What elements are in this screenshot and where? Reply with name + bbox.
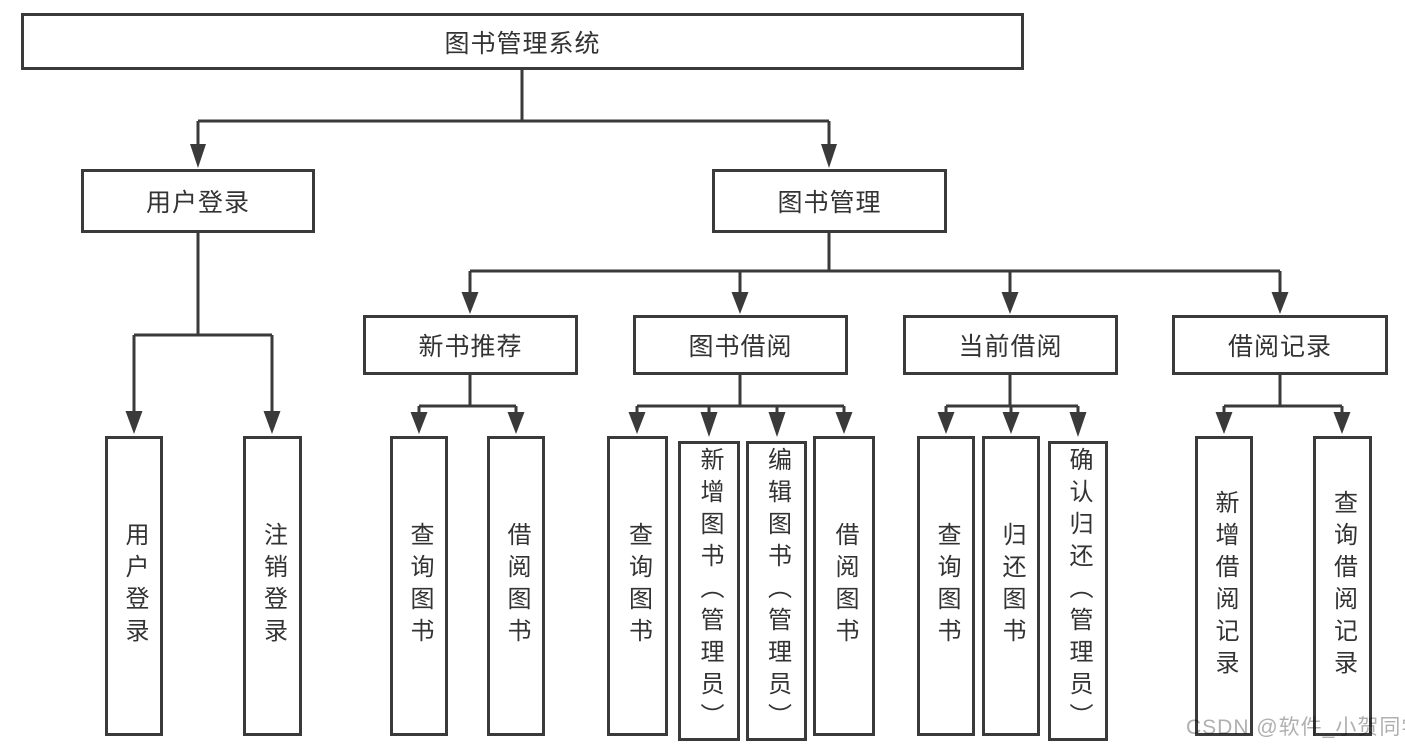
- leaf-current-return-books: 归还图书: [982, 436, 1040, 736]
- leaf-current-query-books: 查询图书: [917, 436, 975, 736]
- arrow-head: [628, 412, 646, 434]
- node-label: 用户登录: [121, 522, 148, 650]
- connector-line: [1222, 375, 1344, 414]
- connector-line: [468, 233, 1282, 293]
- node-book-mgmt-group: 图书管理: [712, 169, 947, 233]
- node-label: 查询图书: [406, 522, 433, 650]
- leaf-borrow-edit-books-admin: 编辑图书（管理员）: [746, 441, 807, 741]
- leaf-borrow-add-books-admin: 新增图书（管理员）: [678, 441, 740, 741]
- node-user-login-group: 用户登录: [81, 169, 315, 233]
- arrow-head: [835, 412, 853, 434]
- arrow-head: [125, 411, 143, 434]
- node-label: 图书借阅: [688, 333, 793, 361]
- node-label: 查询图书: [933, 522, 960, 650]
- node-label: 查询图书: [624, 522, 652, 650]
- node-label: 注销登录: [259, 522, 287, 650]
- node-root: 图书管理系统: [21, 13, 1024, 70]
- arrow-head: [410, 412, 428, 434]
- node-label: 查询借阅记录: [1329, 490, 1357, 682]
- node-label: 新增图书（管理员）: [696, 447, 723, 735]
- node-label: 图书管理系统: [444, 29, 601, 58]
- connector-new-book-rec-to-leaves: [410, 375, 525, 434]
- connector-borrow-records-to-leaves: [1215, 375, 1351, 434]
- arrow-head: [263, 411, 281, 434]
- leaf-records-query-record: 查询借阅记录: [1313, 436, 1372, 736]
- arrow-head: [1333, 412, 1351, 434]
- connector-book-borrow-to-leaves: [628, 375, 853, 437]
- node-label: 确认归还（管理员）: [1065, 447, 1092, 735]
- arrow-head: [1069, 412, 1087, 437]
- connector-line: [944, 375, 1080, 414]
- leaf-newrec-borrow-books: 借阅图书: [487, 436, 545, 736]
- leaf-borrow-borrow-books: 借阅图书: [813, 436, 875, 736]
- node-label: 图书管理: [777, 189, 882, 217]
- connector-line: [132, 233, 274, 412]
- connector-user-login-to-leaves: [125, 233, 281, 434]
- arrow-head: [1002, 412, 1020, 434]
- leaf-logout: 注销登录: [243, 436, 302, 736]
- node-label: 归还图书: [998, 522, 1025, 650]
- node-label: 新书推荐: [418, 333, 523, 361]
- node-label: 借阅图书: [831, 522, 858, 650]
- leaf-user-login: 用户登录: [105, 436, 163, 736]
- node-label: 用户登录: [145, 189, 250, 217]
- connector-root-to-level2: [190, 70, 837, 168]
- connector-line: [196, 70, 831, 146]
- arrow-head: [461, 292, 479, 314]
- node-label: 新增借阅记录: [1211, 490, 1238, 682]
- arrow-head: [1215, 412, 1233, 434]
- arrow-head: [700, 412, 718, 437]
- node-label: 借阅图书: [503, 522, 530, 650]
- connector-line: [635, 375, 846, 414]
- node-current-borrow: 当前借阅: [903, 315, 1118, 375]
- leaf-current-confirm-return-admin: 确认归还（管理员）: [1048, 441, 1108, 741]
- connector-current-borrow-to-leaves: [937, 375, 1087, 437]
- arrow-head: [190, 144, 206, 168]
- arrow-head: [507, 412, 525, 434]
- arrow-head: [937, 412, 955, 434]
- leaf-borrow-query-books: 查询图书: [607, 436, 668, 736]
- arrow-head: [731, 292, 749, 314]
- watermark-text: CSDN @软件_小贺同学: [1186, 716, 1405, 739]
- node-label: 借阅记录: [1227, 333, 1332, 361]
- leaf-records-add-record: 新增借阅记录: [1195, 436, 1253, 736]
- arrow-head: [1001, 292, 1019, 314]
- connector-book-mgmt-to-level3: [461, 233, 1289, 314]
- connector-line: [417, 375, 518, 414]
- node-label: 当前借阅: [958, 333, 1063, 361]
- node-borrow-records: 借阅记录: [1172, 315, 1388, 375]
- arrow-head: [821, 144, 837, 168]
- arrow-head: [1271, 292, 1289, 314]
- arrow-head: [768, 412, 786, 437]
- leaf-newrec-query-books: 查询图书: [390, 436, 448, 736]
- node-book-borrow: 图书借阅: [633, 315, 848, 375]
- node-label: 编辑图书（管理员）: [763, 447, 791, 735]
- node-new-book-rec: 新书推荐: [363, 315, 578, 375]
